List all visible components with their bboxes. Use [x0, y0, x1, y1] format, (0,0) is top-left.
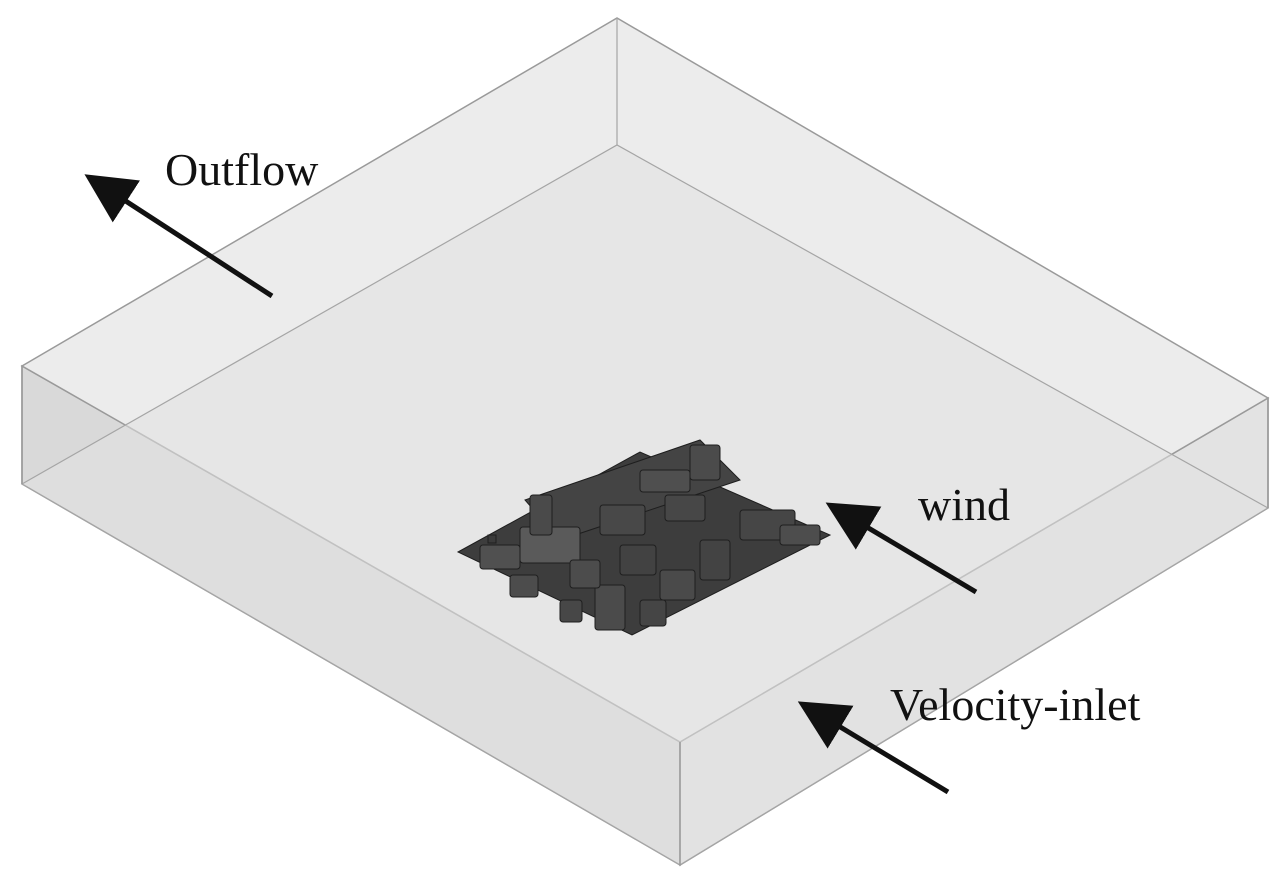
- wind-label: wind: [918, 479, 1010, 530]
- building-cluster: [456, 439, 832, 636]
- wind-arrow-icon: [825, 502, 978, 595]
- outflow-label: Outflow: [165, 144, 319, 195]
- velocity-inlet-label: Velocity-inlet: [890, 679, 1141, 730]
- outflow-arrow-icon: [84, 174, 274, 299]
- inlet-arrow-icon: [797, 701, 950, 795]
